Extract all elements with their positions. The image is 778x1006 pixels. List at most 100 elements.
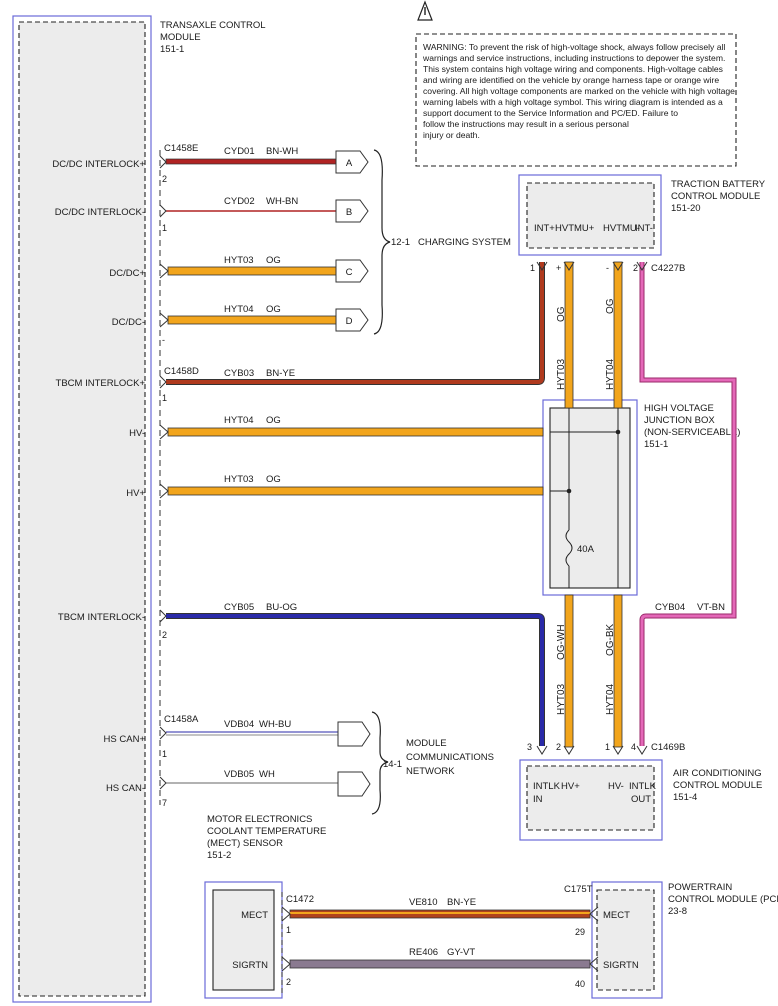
tcm-code: 151-1 <box>160 44 184 55</box>
pin-hs-can-minus: HS CAN- <box>106 783 145 794</box>
wire-re406-color: GY-VT <box>447 947 475 958</box>
terminal-cyb03 <box>159 375 167 389</box>
wire-cyb03 <box>166 262 544 384</box>
tbcm-code: 151-20 <box>671 203 701 214</box>
wire-hyt04-bottom <box>613 594 623 748</box>
warning-line-9: injury or death. <box>423 130 480 140</box>
wire-vdb05-circuit: VDB05 <box>224 769 254 780</box>
pcm-code: 23-8 <box>668 906 687 917</box>
wire-cyb04-circuit: CYB04 <box>655 602 685 613</box>
pin-tbcm-interlock-minus: TBCM INTERLOCK- <box>58 612 145 623</box>
acm-pin-intlk-in-2: IN <box>533 794 543 805</box>
warning-triangle-icon <box>417 0 433 21</box>
tcm-title-2: MODULE <box>160 32 201 43</box>
pin-num-cyb03: 1 <box>162 393 167 403</box>
terminal-acm-hv-minus <box>612 745 624 755</box>
acm-pin-num-4: 4 <box>631 742 636 752</box>
wire-hyt04-d-color: OG <box>266 304 281 315</box>
terminal-hv-plus <box>159 483 169 499</box>
wire-hyt03-hv <box>167 486 544 496</box>
terminal-ve810-mect <box>281 906 291 922</box>
tcm-inner-box <box>18 21 146 997</box>
splice-hv-minus <box>615 429 621 435</box>
tbcm-pin-num-1: 1 <box>530 263 535 273</box>
terminal-hv-minus <box>159 424 169 440</box>
pin-num-cyd01: 2 <box>162 174 167 184</box>
connector-c175t: C175T <box>564 884 593 895</box>
mect-title-2: COOLANT TEMPERATURE <box>207 826 326 837</box>
acm-pin-hv-plus: HV+ <box>561 781 580 792</box>
mect-pin-num-1: 1 <box>286 925 291 935</box>
pin-tbcm-interlock-plus: TBCM INTERLOCK+ <box>56 378 146 389</box>
traction-battery-control-module: TRACTION BATTERY CONTROL MODULE 151-20 I… <box>518 174 766 274</box>
pin-num-cyd02: 1 <box>162 223 167 233</box>
offpage-c <box>335 259 369 283</box>
pcm-pin-sigrtn: SIGRTN <box>603 960 639 971</box>
tbcm-pin-int-plus: INT+ <box>534 223 555 234</box>
mect-pin-num-2: 2 <box>286 977 291 987</box>
wire-cyb03-color: BN-YE <box>266 368 295 379</box>
pin-hs-can-plus: HS CAN+ <box>104 734 146 745</box>
offpage-b-label: B <box>346 207 352 218</box>
hvjb-inner-box <box>549 407 631 589</box>
mect-inner-box <box>212 889 275 991</box>
wire-hyt03-c <box>167 266 337 276</box>
pin-dcdc-interlock-plus: DC/DC INTERLOCK+ <box>52 159 145 170</box>
wire-hyt04-hv <box>167 427 544 437</box>
pcm-title-1: POWERTRAIN <box>668 882 732 893</box>
pin-num-vdb05: 7 <box>162 798 167 808</box>
warning-line-8: follow the instructions may result in a … <box>423 119 629 129</box>
vlabel-og-wh-bottom: OG-WH <box>556 624 567 660</box>
acm-pin-intlk-in-1: INTLK <box>533 781 561 792</box>
tbcm-inner-box <box>526 182 655 249</box>
fuse-40a-icon <box>565 529 573 567</box>
network-code: 14-1 <box>383 759 402 770</box>
pcm-title-2: CONTROL MODULE (PCM) <box>668 894 778 905</box>
tcm-title: TRANSAXLE CONTROL <box>160 20 266 31</box>
hvjb-code: 151-1 <box>644 439 668 450</box>
mect-title-3: (MECT) SENSOR <box>207 838 283 849</box>
vlabel-hyt04-bottom: HYT04 <box>605 683 616 715</box>
wire-ve810-color: BN-YE <box>447 897 476 908</box>
pcm-pin-num-29: 29 <box>575 927 585 937</box>
charging-system-label: CHARGING SYSTEM <box>418 237 511 248</box>
terminal-hyt03-c <box>159 263 169 279</box>
vlabel-og-bk-bottom: OG-BK <box>605 623 616 656</box>
transaxle-control-module: TRANSAXLE CONTROL MODULE 151-1 DC/DC INT… <box>12 15 266 1003</box>
connector-c4227b: C4227B <box>651 263 685 274</box>
wire-re406-circuit: RE406 <box>409 947 438 958</box>
warning-section: WARNING: To prevent the risk of high-vol… <box>415 0 737 167</box>
acm-pin-hv-minus: HV- <box>608 781 624 792</box>
wire-cyb05 <box>166 614 544 746</box>
hvjb-outer-box <box>542 399 638 596</box>
wire-vdb05-color: WH <box>259 769 275 780</box>
wire-cyb05-group: CYB05 BU-OG 2 <box>159 602 545 746</box>
hs-can-wires: C1458A VDB04 WH-BU 1 VDB05 WH 7 14-1 MOD… <box>159 711 494 815</box>
air-conditioning-control-module: 3 2 1 4 C1469B INTLK IN HV+ HV- INTLK OU… <box>519 742 762 841</box>
mect-pin-sigrtn: SIGRTN <box>232 960 268 971</box>
terminal-hvtmu-plus <box>563 261 575 271</box>
acm-pin-intlk-out-2: OUT <box>631 794 651 805</box>
tbcm-pin-hvtmu-minus: HVTMU- <box>603 223 640 234</box>
tbcm-pin-num-2: 2 <box>633 263 638 273</box>
vlabel-hyt04-top: HYT04 <box>605 358 616 390</box>
wire-vdb04-color: WH-BU <box>259 719 291 730</box>
wire-cyb04-outline <box>639 262 737 746</box>
wire-cyb05-color: BU-OG <box>266 602 297 613</box>
offpage-a <box>335 150 369 174</box>
acm-pin-num-3: 3 <box>527 742 532 752</box>
network-label-2: COMMUNICATIONS <box>406 752 494 763</box>
hvjb-title-2: JUNCTION BOX <box>644 415 715 426</box>
acm-pin-num-2: 2 <box>556 742 561 752</box>
wire-hyt04-hv-circuit: HYT04 <box>224 415 254 426</box>
warning-line-4: and wiring are identified on the vehicle… <box>423 75 719 85</box>
warning-box <box>415 33 737 167</box>
vlabel-hyt03-bottom: HYT03 <box>556 683 567 715</box>
pcm-outer-box <box>591 881 663 999</box>
wire-cyd01-color: BN-WH <box>266 146 298 157</box>
pin-dcdc-minus: DC/DC- <box>112 317 145 328</box>
acm-title-2: CONTROL MODULE <box>673 780 762 791</box>
offpage-b <box>335 199 369 223</box>
